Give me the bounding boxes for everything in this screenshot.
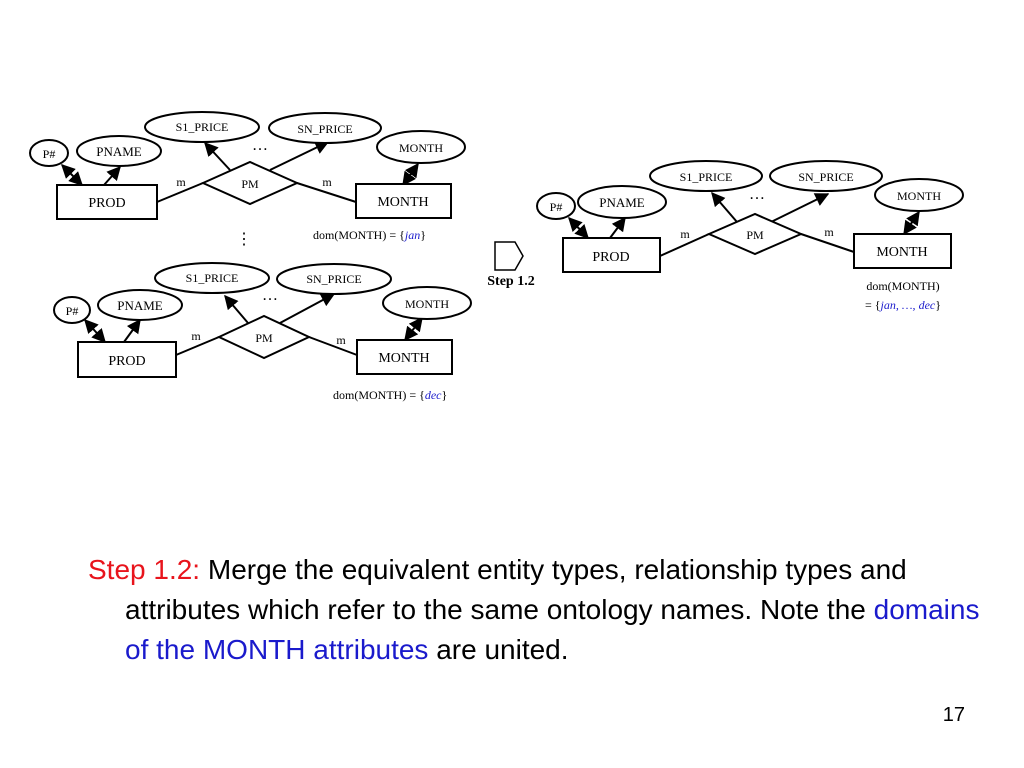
entity-month-label: MONTH — [377, 195, 428, 210]
caption-lead: Step 1.2: — [88, 554, 201, 585]
cardinality-right: m — [336, 333, 346, 347]
attr-sn-price-label: SN_PRICE — [297, 122, 352, 136]
entity-month-label: MONTH — [378, 351, 429, 366]
attr-month — [874, 178, 964, 212]
attr-pname-label: PNAME — [599, 195, 645, 210]
attr-pnum — [536, 192, 576, 220]
vertical-ellipsis: ⋮ — [236, 231, 252, 248]
entity-prod — [77, 341, 177, 378]
attr-s1-price — [144, 111, 260, 143]
attr-s1-price-label: S1_PRICE — [176, 120, 229, 134]
attr-month-label: MONTH — [399, 141, 443, 155]
attributes-ellipsis: … — [262, 287, 278, 304]
entity-month — [355, 183, 452, 219]
entity-prod-label: PROD — [592, 250, 629, 265]
relationship-pm-label: PM — [241, 177, 259, 191]
attr-month — [382, 286, 472, 320]
attr-month-label: MONTH — [405, 297, 449, 311]
page-number: 17 — [942, 704, 965, 726]
entity-prod-label: PROD — [88, 196, 125, 211]
domain-note: dom(MONTH) = {jan} — [313, 228, 426, 242]
attr-pname-label: PNAME — [96, 144, 142, 159]
caption-text: Merge the equivalent entity types, relat… — [125, 554, 907, 625]
attributes-ellipsis: … — [749, 186, 765, 203]
domain-note-line2: = {jan, …, dec} — [865, 298, 941, 312]
er-diagram: PROD MONTH PM P# PNAME S1_PRICE SN_PRICE… — [29, 111, 964, 402]
attr-s1-price-label: S1_PRICE — [680, 170, 733, 184]
er-diagram-merged: PROD MONTH PM P# PNAME S1_PRICE SN_PRICE… — [536, 160, 964, 312]
cardinality-right: m — [322, 175, 332, 189]
domain-note-line1: dom(MONTH) — [866, 279, 939, 293]
domain-note: dom(MONTH) = {dec} — [333, 388, 447, 402]
attr-pnum-label: P# — [43, 147, 56, 161]
er-diagram-jan: PROD MONTH PM P# PNAME S1_PRICE SN_PRICE… — [29, 111, 466, 242]
attr-pnum — [53, 296, 91, 324]
slide-caption: Step 1.2: Merge the equivalent entity ty… — [88, 550, 1005, 670]
cardinality-left: m — [191, 329, 201, 343]
caption-text-end: are united. — [428, 634, 569, 665]
attr-month-label: MONTH — [897, 189, 941, 203]
attributes-ellipsis: … — [252, 137, 268, 154]
attr-pname — [577, 185, 667, 219]
attr-pname — [76, 135, 162, 167]
step-label: Step 1.2 — [487, 274, 534, 289]
entity-prod — [562, 237, 661, 273]
caption-highlight: domains of the MONTH attributes — [125, 594, 980, 665]
relationship-pm-label: PM — [746, 228, 764, 242]
attr-sn-price-label: SN_PRICE — [306, 272, 361, 286]
attr-pnum-label: P# — [550, 200, 563, 214]
attr-sn-price-label: SN_PRICE — [798, 170, 853, 184]
relationship-pm — [216, 314, 312, 360]
entity-prod-label: PROD — [108, 354, 145, 369]
relationship-pm-label: PM — [255, 331, 273, 345]
er-diagram-dec: PROD MONTH PM P# PNAME S1_PRICE SN_PRICE… — [53, 262, 472, 402]
cardinality-right: m — [824, 225, 834, 239]
cardinality-left: m — [680, 227, 690, 241]
attr-month — [376, 130, 466, 164]
entity-month-label: MONTH — [876, 245, 927, 260]
attr-pname — [97, 289, 183, 321]
entity-month — [356, 339, 453, 375]
step-arrow — [494, 241, 524, 271]
attr-sn-price — [268, 112, 382, 144]
cardinality-left: m — [176, 175, 186, 189]
entity-prod — [56, 184, 158, 220]
attr-pnum — [29, 139, 69, 167]
entity-month — [853, 233, 952, 269]
attr-s1-price — [154, 262, 270, 294]
attr-s1-price — [649, 160, 763, 192]
relationship-pm — [200, 160, 300, 206]
attr-sn-price — [276, 263, 392, 295]
attr-sn-price — [769, 160, 883, 192]
relationship-pm — [706, 212, 804, 256]
attr-pname-label: PNAME — [117, 298, 163, 313]
attr-s1-price-label: S1_PRICE — [186, 271, 239, 285]
attr-pnum-label: P# — [66, 304, 79, 318]
